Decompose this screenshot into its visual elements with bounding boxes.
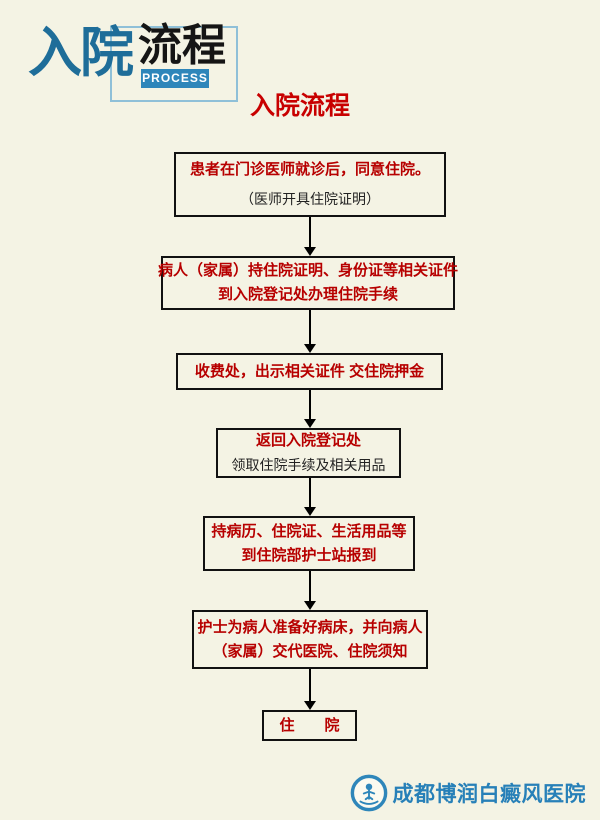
flow-arrow-2 [303,310,317,353]
arrow-head-icon [304,701,316,710]
flow-arrow-1 [303,217,317,256]
brand-subtitle-text: PROCESS [141,69,209,88]
flow-step-5-line-2: 到住院部护士站报到 [241,546,377,564]
flow-step-5: 持病历、住院证、生活用品等 到住院部护士站报到 [203,516,415,571]
arrow-stem [309,478,311,508]
arrow-head-icon [304,601,316,610]
arrow-stem [309,390,311,420]
flow-step-1-line-2: （医师开具住院证明） [240,190,380,207]
brand-main-text: 入院 [28,23,134,83]
hospital-badge-icon [350,774,388,812]
page-title: 入院流程 [249,92,350,120]
brand-secondary-text: 流程 [138,21,226,70]
flow-step-6: 护士为病人准备好病床，并向病人 （家属）交代医院、住院须知 [192,610,428,669]
hospital-name: 成都博润白癜风医院 [392,783,586,806]
arrow-head-icon [304,247,316,256]
flow-step-5-line-1: 持病历、住院证、生活用品等 [211,522,407,540]
flow-arrow-3 [303,390,317,428]
arrow-stem [309,310,311,345]
flow-step-7: 住 院 [262,710,357,741]
arrow-stem [309,571,311,602]
flow-arrow-6 [303,669,317,710]
brand-logo: 流程 PROCESS 入院 [0,0,270,118]
flow-step-2-line-1: 病人（家属）持住院证明、身份证等相关证件 [158,262,459,279]
flow-arrow-4 [303,478,317,516]
flow-step-1-line-1: 患者在门诊医师就诊后，同意住院。 [189,161,430,179]
arrow-head-icon [304,419,316,428]
flow-step-3-line-1: 收费处，出示相关证件 交住院押金 [194,362,425,380]
flow-step-4-line-2: 领取住院手续及相关用品 [231,457,386,473]
arrow-head-icon [304,507,316,516]
flow-step-1: 患者在门诊医师就诊后，同意住院。 （医师开具住院证明） [174,152,446,217]
arrow-head-icon [304,344,316,353]
brand-frame [110,26,238,102]
flow-step-3: 收费处，出示相关证件 交住院押金 [176,353,443,390]
arrow-stem [309,669,311,702]
flow-step-6-line-2: （家属）交代医院、住院须知 [212,642,408,660]
flow-step-7-line-1: 住 院 [279,716,340,734]
arrow-stem [309,217,311,248]
flow-arrow-5 [303,571,317,610]
flow-step-4-line-1: 返回入院登记处 [255,432,361,449]
flow-step-6-line-1: 护士为病人准备好病床，并向病人 [197,618,423,636]
flow-step-4: 返回入院登记处 领取住院手续及相关用品 [216,428,401,478]
flow-step-2-line-2: 到入院登记处办理住院手续 [217,286,398,303]
flow-step-2: 病人（家属）持住院证明、身份证等相关证件 到入院登记处办理住院手续 [158,256,459,310]
hospital-brand: 成都博润白癜风医院 [350,774,587,812]
